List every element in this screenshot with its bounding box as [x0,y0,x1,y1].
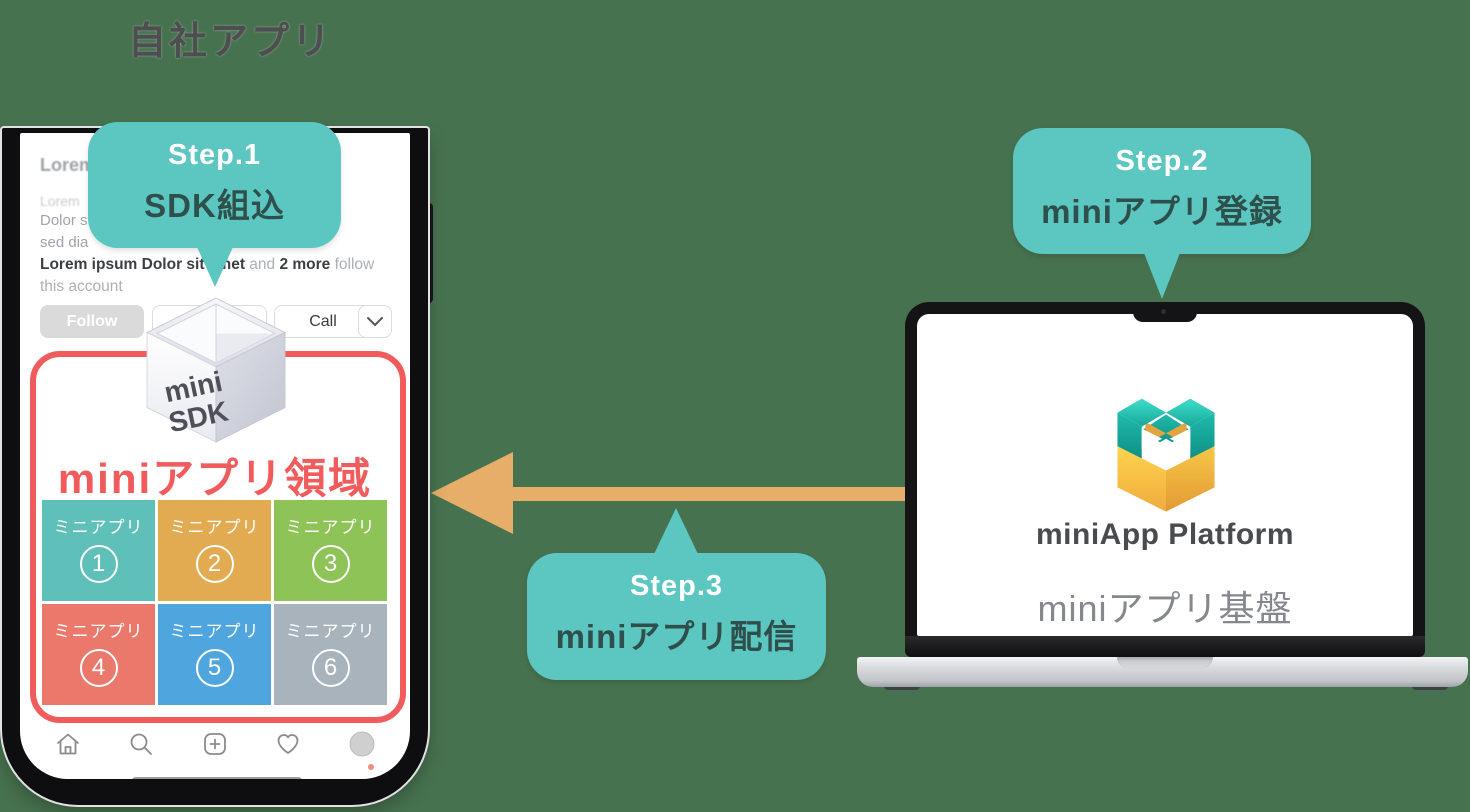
step1-title: Step.1 [167,139,262,171]
mini-app-tile-2[interactable]: ミニアプリ 2 [158,500,271,601]
tile-label: ミニアプリ [169,518,260,537]
tile-number: 5 [195,649,234,687]
profile-bio-line3: sed dia [40,234,89,251]
step1-label: SDK組込 [144,187,285,224]
step3-bubble: Step.3 miniアプリ配信 [527,508,826,680]
home-indicator [132,777,302,779]
delivery-arrow-head [431,452,513,534]
miniapp-platform-logo [1117,398,1215,512]
sdk-cube-label: mini SDK [162,366,232,440]
platform-name: miniApp Platform [1035,518,1294,551]
tile-number: 6 [311,649,350,687]
chevron-down-icon [367,316,383,326]
tile-label: ミニアプリ [53,622,144,641]
mini-app-tile-1[interactable]: ミニアプリ 1 [42,500,155,601]
tile-label: ミニアプリ [53,518,144,537]
laptop-foot-left [884,684,920,690]
followers-line2: this account [40,278,123,295]
step2-pointer [1144,253,1180,299]
profile-bio-line1: Lorem [40,193,80,209]
home-icon[interactable] [55,731,81,757]
page-title: 自社アプリ [128,21,334,63]
step1-bubble: Step.1 SDK組込 [88,122,341,287]
heart-icon[interactable] [275,731,301,757]
mini-app-tile-6[interactable]: ミニアプリ 6 [274,604,387,705]
mini-app-tile-3[interactable]: ミニアプリ 3 [274,500,387,601]
followers-count: 2 more [279,256,331,273]
tile-label: ミニアプリ [169,622,260,641]
tile-label: ミニアプリ [285,518,376,537]
platform-subtitle: miniアプリ基盤 [1037,588,1293,629]
add-post-icon[interactable] [202,731,228,757]
followers-and: and [244,256,280,273]
step1-pointer [197,247,233,287]
followers-summary: Lorem ipsum Dolor sit amet and 2 more fo… [40,254,396,298]
laptop-base-notch [1117,657,1213,669]
phone-side-button [423,203,433,303]
delivery-arrow-shaft [500,487,912,501]
call-button[interactable]: Call [274,305,372,338]
mini-app-area-title: miniアプリ領域 [57,455,373,502]
tile-number: 2 [195,545,234,583]
laptop-camera-icon [1161,309,1166,314]
tile-number: 3 [311,545,350,583]
step2-title: Step.2 [1115,145,1209,177]
step3-pointer [654,508,698,554]
tile-number: 1 [79,545,118,583]
step2-bubble: Step.2 miniアプリ登録 [1013,128,1311,299]
followers-names: Lorem ipsum Dolor sit amet [40,256,245,273]
more-button[interactable] [358,305,392,338]
laptop-hinge [905,636,1425,657]
mini-sdk-cube: mini SDK [145,297,287,443]
tile-number: 4 [79,649,118,687]
profile-avatar-icon[interactable] [349,731,375,757]
avatar-notification-dot [368,764,374,770]
step3-title: Step.3 [629,570,724,602]
profile-name: Lorem [40,155,96,175]
search-icon[interactable] [128,731,154,757]
mini-app-tile-5[interactable]: ミニアプリ 5 [158,604,271,705]
step3-label: miniアプリ配信 [555,618,798,655]
tile-label: ミニアプリ [285,622,376,641]
profile-bio-line2: Dolor s [40,212,88,229]
follow-button[interactable]: Follow [40,305,144,338]
step2-label: miniアプリ登録 [1041,193,1283,230]
followers-tail: follow [330,256,375,273]
mini-app-tile-4[interactable]: ミニアプリ 4 [42,604,155,705]
mini-app-grid: ミニアプリ 1 ミニアプリ 2 ミニアプリ 3 ミニアプリ 4 ミニアプリ 5 … [42,500,390,705]
laptop-foot-right [1412,684,1448,690]
